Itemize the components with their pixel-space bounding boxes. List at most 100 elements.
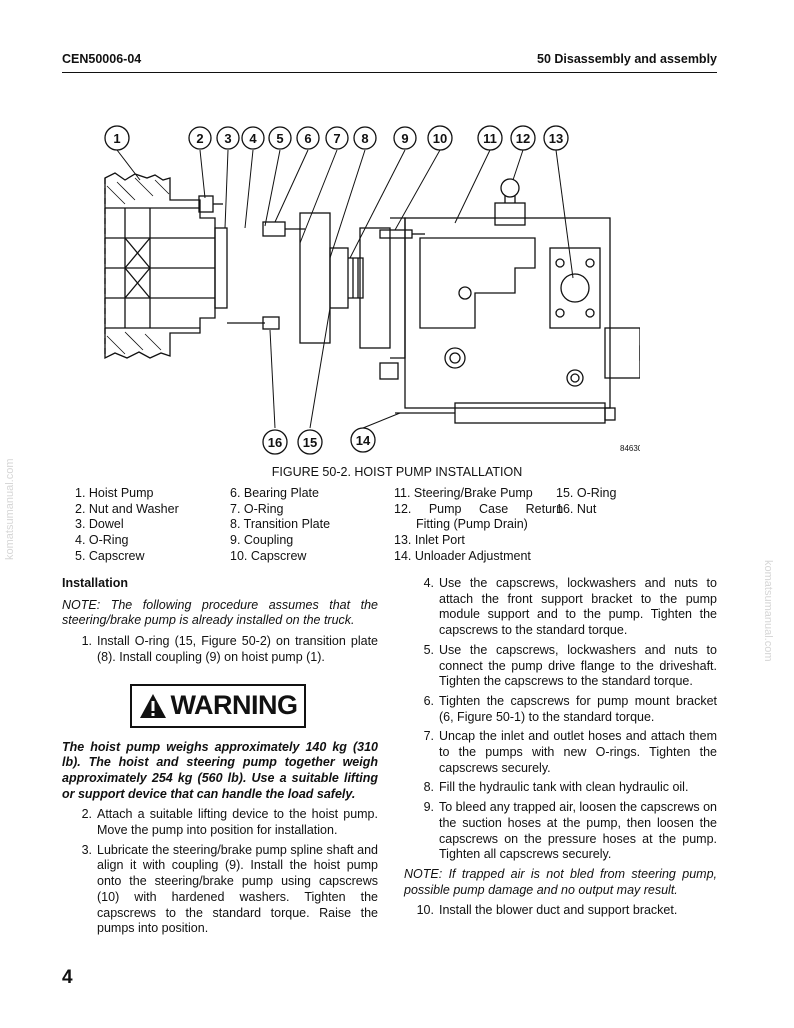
callout-label: 2 bbox=[196, 131, 203, 146]
callout-label: 14 bbox=[356, 433, 371, 448]
callout-9 bbox=[393, 126, 417, 150]
callout-12 bbox=[510, 125, 536, 151]
legend-item: 3. Dowel bbox=[75, 517, 124, 532]
step-text: Use the capscrews, lockwashers and nuts … bbox=[439, 642, 717, 689]
callout-label: 6 bbox=[304, 131, 311, 146]
callout-label: 12 bbox=[516, 131, 530, 146]
callout-5 bbox=[268, 126, 292, 150]
callout-13 bbox=[543, 125, 569, 151]
legend-item: 11. Steering/Brake Pump bbox=[394, 486, 533, 500]
step-text: Install O-ring (15, Figure 50-2) on tran… bbox=[97, 634, 378, 664]
step-number: 7. bbox=[423, 729, 434, 744]
legend-item: 2. Nut and Washer bbox=[75, 501, 179, 516]
legend-column-2: 6. Bearing Plate 7. O-Ring 8. Transition… bbox=[230, 486, 330, 565]
callout-label: 1 bbox=[113, 131, 120, 146]
watermark-right: komatsumanual.com bbox=[762, 560, 774, 662]
legend-item: 8. Transition Plate bbox=[230, 517, 331, 532]
step-text: Install the blower duct and support brac… bbox=[439, 903, 678, 918]
step-1: 1. Install O-ring (15, Figure 50-2) on t… bbox=[62, 634, 378, 665]
step-text: Tighten the capscrews for pump mount bra… bbox=[439, 693, 717, 724]
callout-label: 10 bbox=[433, 131, 447, 146]
callout-label: 4 bbox=[249, 131, 257, 146]
step-text: Attach a suitable lifting device to the … bbox=[97, 807, 378, 838]
callout-label: 9 bbox=[401, 131, 408, 146]
step-number: 8. bbox=[423, 780, 434, 795]
drawing-number: 84630 bbox=[620, 444, 640, 453]
figure-caption: FIGURE 50-2. HOIST PUMP INSTALLATION bbox=[271, 465, 523, 479]
step-number: 6. bbox=[423, 693, 434, 708]
callout-8 bbox=[353, 126, 377, 150]
callout-label: 15 bbox=[303, 435, 317, 450]
step-10: 10. Install the blower duct and support … bbox=[404, 903, 717, 919]
header-rule bbox=[62, 72, 717, 73]
legend-item: 16. Nut bbox=[556, 501, 597, 516]
step-6: 6. Tighten the capscrews for pump mount … bbox=[404, 694, 717, 725]
step-7: 7. Uncap the inlet and outlet hoses and … bbox=[404, 729, 717, 776]
legend-item: 13. Inlet Port bbox=[394, 533, 465, 548]
callout-11 bbox=[477, 125, 503, 151]
step-number: 1. bbox=[81, 634, 92, 649]
left-column: Installation NOTE: The following procedu… bbox=[62, 576, 378, 941]
legend-item: 10. Capscrew bbox=[230, 548, 307, 563]
step-9: 9. To bleed any trapped air, loosen the … bbox=[404, 800, 717, 863]
legend-item: 6. Bearing Plate bbox=[230, 486, 319, 500]
step-text: Fill the hydraulic tank with clean hydra… bbox=[439, 780, 689, 795]
section-title: 50 Disassembly and assembly bbox=[537, 52, 717, 66]
callout-label: 5 bbox=[276, 131, 283, 146]
warning-label: WARNING bbox=[170, 689, 299, 720]
step-5: 5. Use the capscrews, lockwashers and nu… bbox=[404, 643, 717, 690]
legend-item: 4. O-Ring bbox=[75, 533, 129, 548]
callout-label: 3 bbox=[224, 131, 231, 146]
legend-column-1: 1. Hoist Pump 2. Nut and Washer 3. Dowel… bbox=[75, 486, 179, 565]
warning-banner: WARNING bbox=[130, 683, 306, 728]
legend-item: 5. Capscrew bbox=[75, 548, 145, 563]
step-number: 10. bbox=[416, 903, 434, 918]
page-number: 4 bbox=[62, 967, 73, 988]
legend-item: 7. O-Ring bbox=[230, 501, 284, 516]
callout-4 bbox=[241, 126, 265, 150]
section-heading: Installation bbox=[62, 576, 128, 590]
legend-item: 12. Pump Case Return bbox=[394, 501, 564, 516]
step-number: 2. bbox=[81, 807, 92, 822]
callout-label: 16 bbox=[268, 435, 282, 450]
callout-label: 8 bbox=[361, 131, 368, 146]
callout-7 bbox=[325, 126, 349, 150]
callout-label: 11 bbox=[483, 131, 497, 146]
step-2: 2. Attach a suitable lifting device to t… bbox=[62, 807, 378, 838]
callout-6 bbox=[296, 126, 320, 150]
legend-item: 9. Coupling bbox=[230, 533, 294, 548]
step-text: Uncap the inlet and outlet hoses and att… bbox=[439, 729, 717, 775]
step-4: 4. Use the capscrews, lockwashers and nu… bbox=[404, 576, 717, 639]
legend-item: 14. Unloader Adjustment bbox=[394, 548, 531, 563]
callout-label: 13 bbox=[549, 131, 563, 146]
legend-column-4: 15. O-Ring 16. Nut bbox=[556, 486, 616, 517]
callout-label: 7 bbox=[333, 131, 340, 146]
callout-16 bbox=[262, 429, 288, 455]
callout-14 bbox=[350, 427, 376, 453]
step-number: 5. bbox=[423, 642, 434, 657]
hoist-pump-diagram: 1 2 3 4 5 6 7 8 9 10 11 12 13 16 15 14 8… bbox=[104, 125, 640, 455]
step-text: Lubricate the steering/brake pump spline… bbox=[97, 842, 378, 936]
step-number: 4. bbox=[423, 576, 434, 590]
right-column: 4. Use the capscrews, lockwashers and nu… bbox=[404, 576, 717, 923]
legend-column-3: 11. Steering/Brake Pump 12. Pump Case Re… bbox=[394, 486, 563, 565]
note: NOTE: If trapped air is not bled from st… bbox=[404, 866, 717, 897]
step-3: 3. Lubricate the steering/brake pump spl… bbox=[62, 843, 378, 937]
callout-2 bbox=[188, 126, 212, 150]
warning-text: The hoist pump weighs approximately 140 … bbox=[62, 739, 378, 801]
step-number: 9. bbox=[423, 800, 434, 815]
note: NOTE: The following procedure assumes th… bbox=[62, 597, 378, 628]
callout-15 bbox=[297, 429, 323, 455]
callout-1 bbox=[104, 125, 130, 151]
warning-triangle-icon bbox=[139, 693, 166, 718]
callout-10 bbox=[427, 125, 453, 151]
legend-item: Fitting (Pump Drain) bbox=[416, 517, 528, 532]
step-text: Use the capscrews, lockwashers and nuts … bbox=[439, 576, 717, 638]
legend-item: 1. Hoist Pump bbox=[75, 486, 154, 500]
step-8: 8. Fill the hydraulic tank with clean hy… bbox=[404, 780, 717, 796]
callout-3 bbox=[216, 126, 240, 150]
step-text: To bleed any trapped air, loosen the cap… bbox=[439, 800, 717, 862]
document-id: CEN50006-04 bbox=[62, 52, 142, 66]
legend-item: 15. O-Ring bbox=[556, 486, 617, 500]
step-number: 3. bbox=[81, 842, 92, 857]
